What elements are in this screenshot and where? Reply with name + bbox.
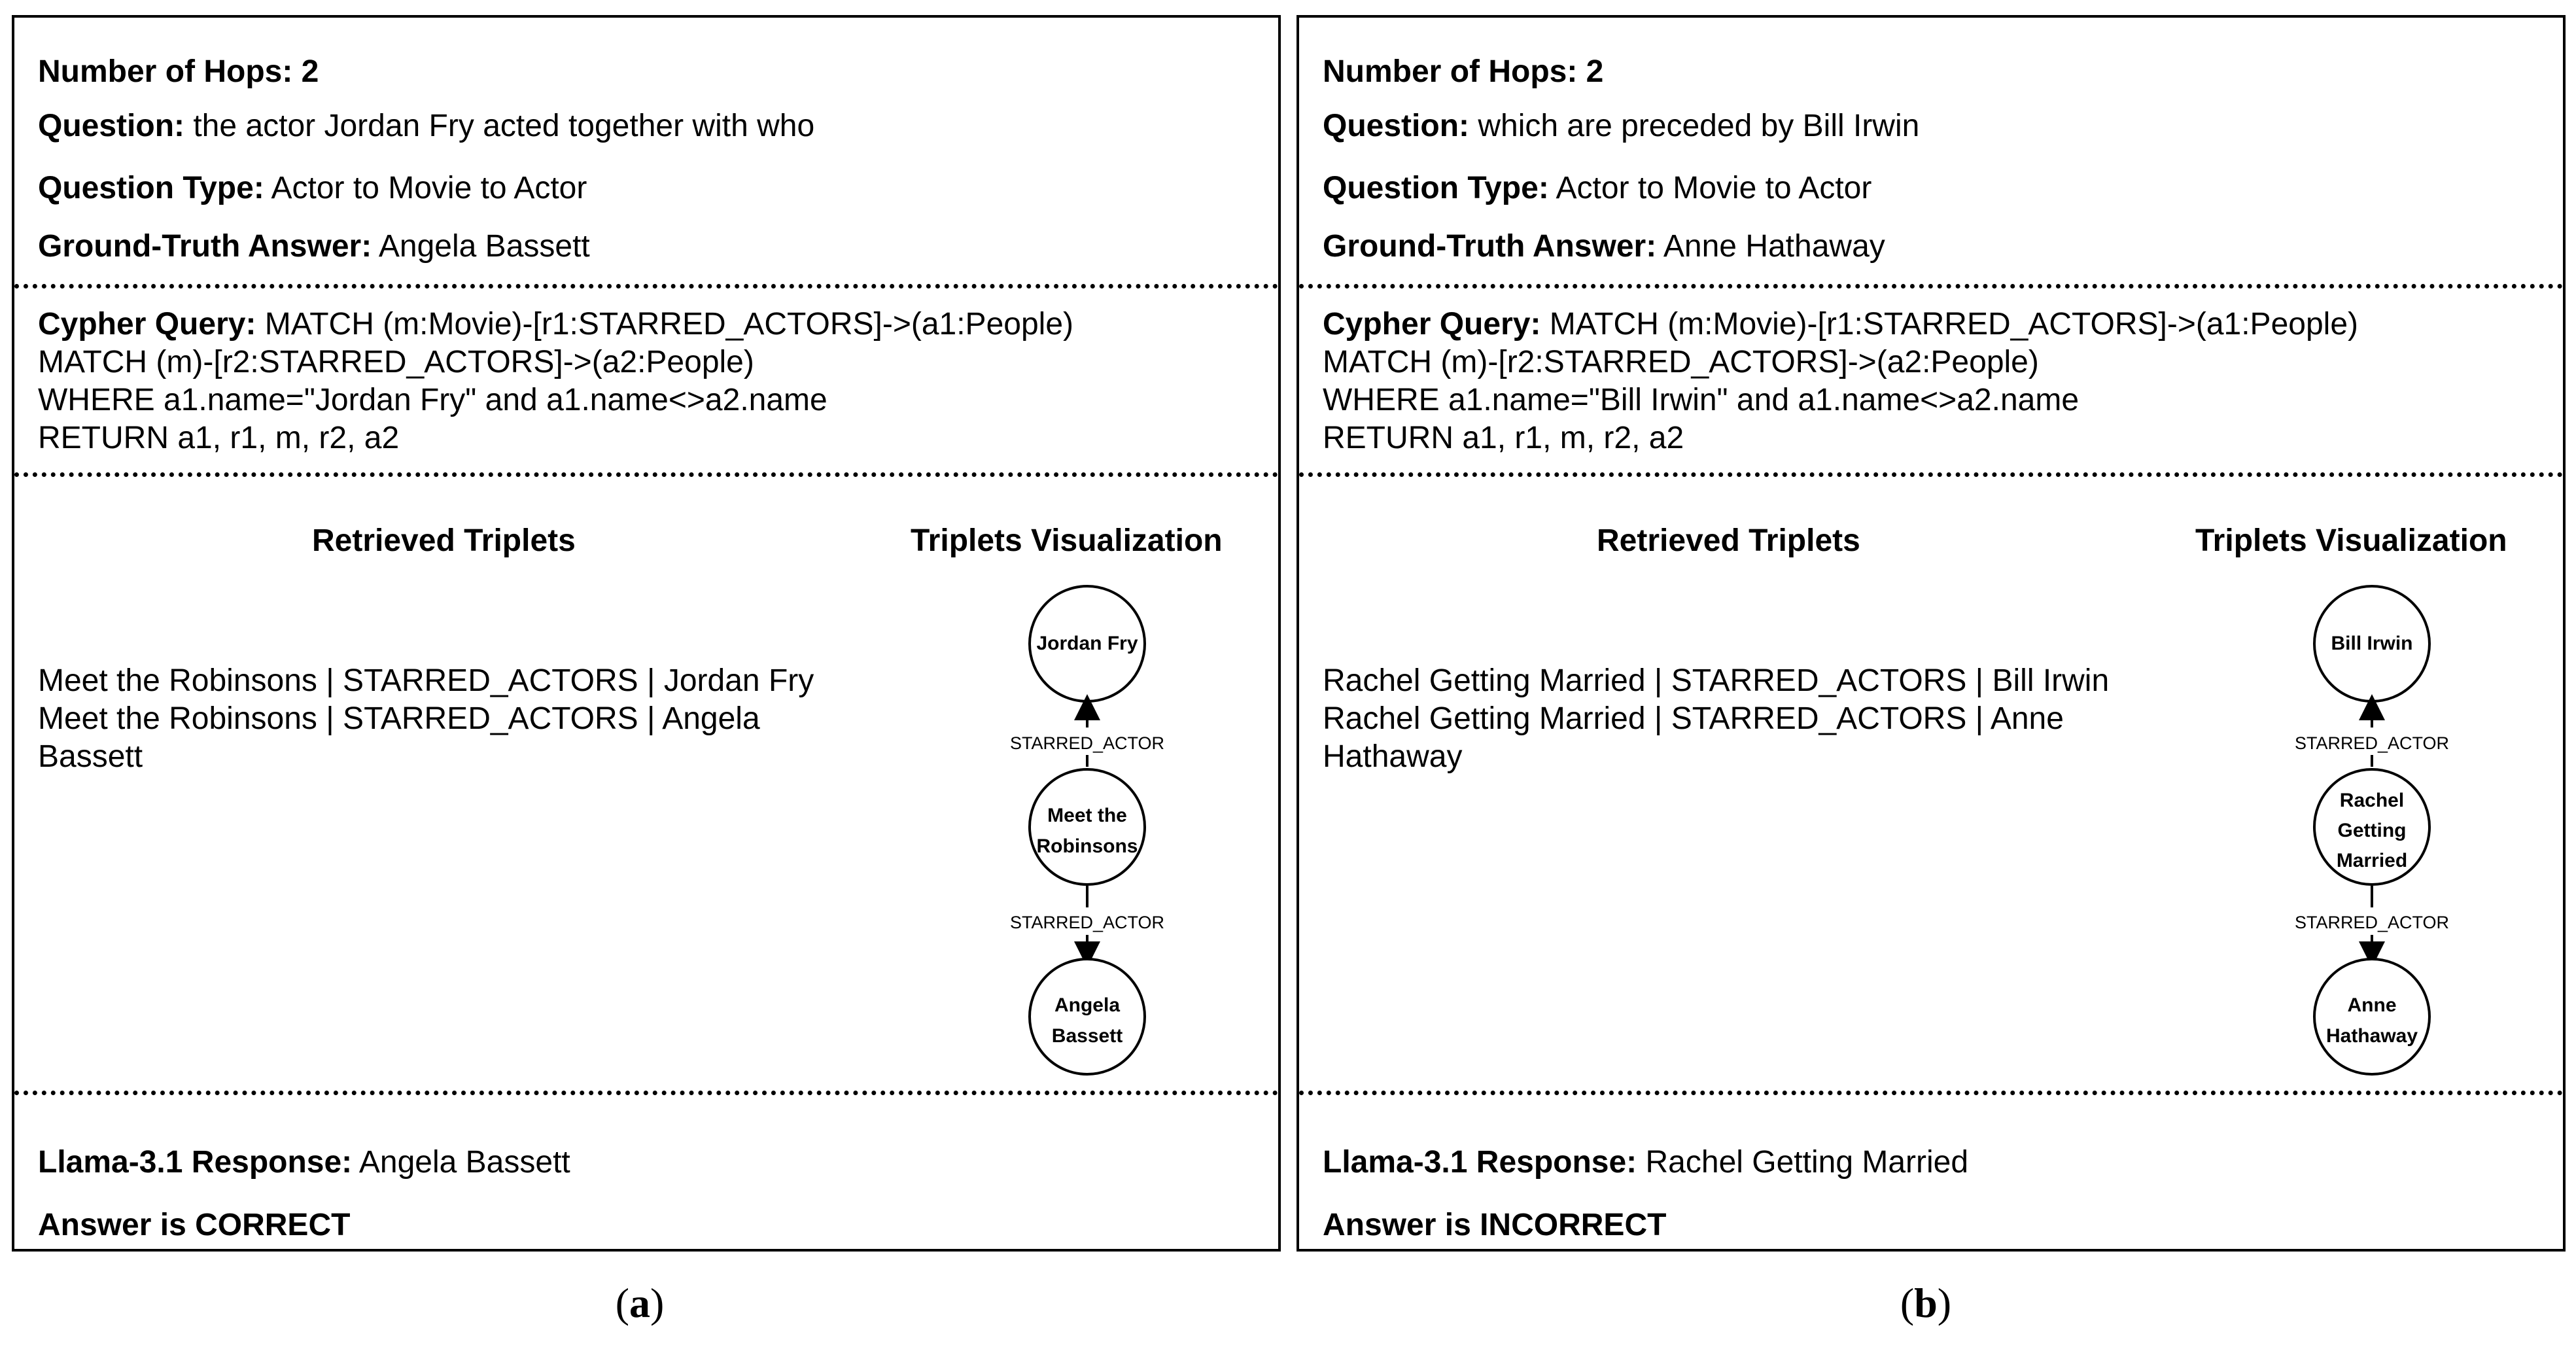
verdict: Answer is CORRECT (38, 1208, 351, 1242)
node-label: Getting (2338, 820, 2407, 841)
caption-letter: b (1914, 1280, 1938, 1326)
triplets-visualization-heading: Triplets Visualization (2195, 523, 2507, 558)
graph-node-middle (2313, 768, 2431, 886)
hops-label: Number of Hops: 2 (1323, 54, 1604, 89)
question-type-label: Question Type: (1323, 171, 1549, 205)
triplet-line: Bassett (38, 739, 143, 774)
question-type-row: Question Type: Actor to Movie to Actor (38, 170, 587, 207)
triplet-line: Rachel Getting Married | STARRED_ACTORS … (1323, 663, 2110, 698)
ground-truth-text: Angela Bassett (378, 229, 590, 264)
cypher-label: Cypher Query: (1323, 307, 1541, 342)
cypher-line: WHERE a1.name="Bill Irwin" and a1.name<>… (1323, 383, 2080, 417)
retrieved-triplets-heading: Retrieved Triplets (1597, 523, 1860, 558)
cypher-line: MATCH (m)-[r2:STARRED_ACTORS]->(a2:Peopl… (38, 345, 754, 379)
question-type-text: Actor to Movie to Actor (1556, 171, 1872, 205)
section-divider (14, 472, 1278, 477)
triplet-graph: Bill Irwin STARRED_ACTOR Rachel Getting … (2295, 585, 2449, 1076)
section-divider (14, 1091, 1278, 1095)
question-row: Question: the actor Jordan Fry acted tog… (38, 108, 814, 145)
response-row: Llama-3.1 Response: Angela Bassett (38, 1144, 570, 1181)
node-label: Hathaway (2326, 1025, 2418, 1047)
caption-b: (b) (1900, 1280, 1952, 1326)
node-label: Anne (2348, 994, 2397, 1016)
question-label: Question: (38, 109, 184, 143)
cypher-line: RETURN a1, r1, m, r2, a2 (38, 421, 400, 455)
edge-label: STARRED_ACTOR (2295, 733, 2449, 753)
question-text: which are preceded by Bill Irwin (1478, 109, 1920, 143)
node-label: Rachel (2340, 790, 2404, 811)
edge-label: STARRED_ACTOR (1010, 913, 1164, 932)
verdict: Answer is INCORRECT (1323, 1208, 1667, 1242)
cypher-line: MATCH (m:Movie)-[r1:STARRED_ACTORS]->(a1… (1549, 307, 2358, 342)
section-divider (14, 284, 1278, 289)
cypher-line: MATCH (m)-[r2:STARRED_ACTORS]->(a2:Peopl… (1323, 345, 2039, 379)
node-label: Bill Irwin (2331, 633, 2412, 654)
response-label: Llama-3.1 Response: (38, 1145, 353, 1180)
section-divider (1299, 284, 2563, 289)
response-row: Llama-3.1 Response: Rachel Getting Marri… (1323, 1144, 1968, 1181)
hops-label: Number of Hops: 2 (38, 54, 319, 89)
cypher-line: MATCH (m:Movie)-[r1:STARRED_ACTORS]->(a1… (264, 307, 1073, 342)
question-label: Question: (1323, 109, 1469, 143)
question-type-text: Actor to Movie to Actor (271, 171, 587, 205)
retrieved-triplets-heading: Retrieved Triplets (312, 523, 576, 558)
response-label: Llama-3.1 Response: (1323, 1145, 1637, 1180)
example-panel-b: Number of Hops: 2 Question: which are pr… (1297, 15, 2566, 1252)
retrieved-triplets: Meet the Robinsons | STARRED_ACTORS | Jo… (38, 662, 849, 776)
node-label: Meet the (1047, 805, 1127, 826)
retrieved-triplets: Rachel Getting Married | STARRED_ACTORS … (1323, 662, 2134, 776)
edge-label: STARRED_ACTOR (1010, 733, 1164, 753)
caption-letter: a (629, 1280, 650, 1326)
node-label: Robinsons (1037, 835, 1138, 857)
node-label: Bassett (1052, 1025, 1123, 1047)
ground-truth-row: Ground-Truth Answer: Angela Bassett (38, 228, 590, 265)
section-divider (1299, 472, 2563, 477)
cypher-line: WHERE a1.name="Jordan Fry" and a1.name<>… (38, 383, 827, 417)
node-label: Angela (1054, 994, 1120, 1016)
triplet-line: Meet the Robinsons | STARRED_ACTORS | Jo… (38, 663, 814, 698)
graph-node-bottom (1028, 958, 1146, 1076)
caption-a: (a) (615, 1280, 665, 1326)
question-type-row: Question Type: Actor to Movie to Actor (1323, 170, 1871, 207)
triplet-line: Rachel Getting Married | STARRED_ACTORS … (1323, 701, 2064, 736)
section-divider (1299, 1091, 2563, 1095)
example-panel-a: Number of Hops: 2 Question: the actor Jo… (12, 15, 1281, 1252)
ground-truth-row: Ground-Truth Answer: Anne Hathaway (1323, 228, 1885, 265)
ground-truth-label: Ground-Truth Answer: (1323, 229, 1657, 264)
graph-node-middle (1028, 768, 1146, 886)
question-text: the actor Jordan Fry acted together with… (193, 109, 815, 143)
cypher-label: Cypher Query: (38, 307, 256, 342)
question-row: Question: which are preceded by Bill Irw… (1323, 108, 1919, 145)
response-text: Rachel Getting Married (1645, 1145, 1969, 1180)
edge-label: STARRED_ACTOR (2295, 913, 2449, 932)
response-text: Angela Bassett (358, 1145, 570, 1180)
triplet-line: Meet the Robinsons | STARRED_ACTORS | An… (38, 701, 760, 736)
node-label: Married (2337, 850, 2407, 871)
triplet-graph: Jordan Fry STARRED_ACTOR Meet the Robins… (1010, 585, 1164, 1076)
triplet-line: Hathaway (1323, 739, 1463, 774)
question-type-label: Question Type: (38, 171, 264, 205)
ground-truth-label: Ground-Truth Answer: (38, 229, 372, 264)
ground-truth-text: Anne Hathaway (1663, 229, 1885, 264)
graph-node-bottom (2313, 958, 2431, 1076)
cypher-line: RETURN a1, r1, m, r2, a2 (1323, 421, 1684, 455)
triplets-visualization-heading: Triplets Visualization (911, 523, 1223, 558)
cypher-query: Cypher Query: MATCH (m:Movie)-[r1:STARRE… (38, 306, 1073, 457)
cypher-query: Cypher Query: MATCH (m:Movie)-[r1:STARRE… (1323, 306, 2358, 457)
node-label: Jordan Fry (1036, 633, 1138, 654)
